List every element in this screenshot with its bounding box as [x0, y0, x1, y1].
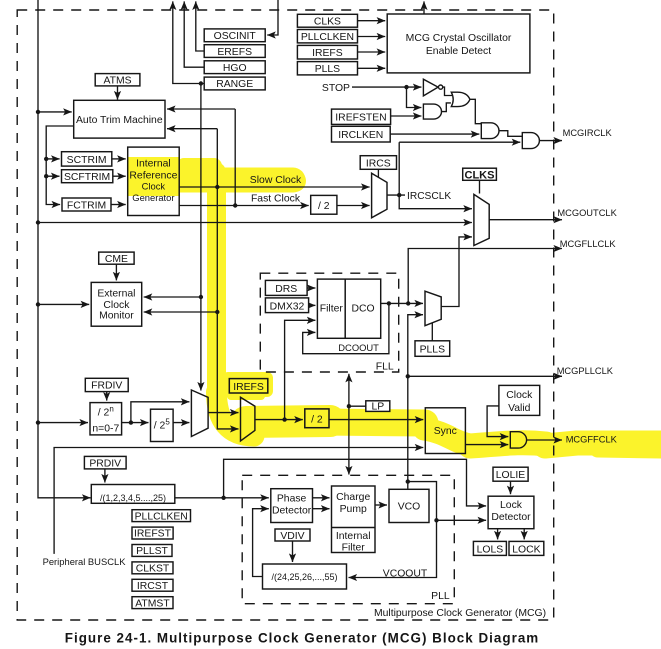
svg-text:FCTRIM: FCTRIM	[67, 200, 106, 211]
svg-text:PLLCLKEN: PLLCLKEN	[301, 32, 354, 43]
svg-text:PLLS: PLLS	[315, 64, 340, 75]
svg-text:Multipurpose Clock Generator (: Multipurpose Clock Generator (MCG)	[374, 608, 546, 619]
svg-text:LP: LP	[371, 402, 384, 413]
svg-text:Detector: Detector	[491, 512, 531, 523]
svg-text:Generator: Generator	[132, 192, 174, 203]
svg-text:CLKS: CLKS	[465, 169, 495, 181]
svg-text:LOCK: LOCK	[512, 544, 540, 555]
svg-text:VCOOUT: VCOOUT	[383, 568, 428, 579]
svg-text:IREFS: IREFS	[233, 382, 264, 393]
svg-text:EREFS: EREFS	[217, 47, 252, 58]
svg-text:Detector: Detector	[272, 505, 312, 516]
svg-text:Internal: Internal	[336, 531, 371, 542]
svg-text:VCO: VCO	[398, 502, 421, 513]
svg-text:RANGE: RANGE	[216, 79, 253, 90]
svg-text:n=0-7: n=0-7	[92, 423, 119, 434]
svg-text:IREFSTEN: IREFSTEN	[335, 113, 386, 124]
svg-text:VDIV: VDIV	[280, 531, 304, 542]
svg-text:IRCST: IRCST	[137, 581, 169, 592]
svg-text:/(24,25,26,...,55): /(24,25,26,...,55)	[271, 572, 337, 582]
svg-text:IREFST: IREFST	[134, 529, 172, 540]
svg-text:LOLS: LOLS	[477, 544, 504, 555]
svg-text:STOP: STOP	[322, 83, 350, 94]
svg-text:CME: CME	[105, 254, 128, 265]
svg-text:DMX32: DMX32	[270, 302, 305, 313]
svg-text:Clock: Clock	[142, 180, 166, 191]
svg-text:SCTRIM: SCTRIM	[67, 155, 107, 166]
svg-text:PLLCLKEN: PLLCLKEN	[135, 511, 188, 522]
svg-text:PLLS: PLLS	[420, 345, 445, 356]
svg-text:Pump: Pump	[340, 504, 367, 515]
svg-text:MCGFFCLK: MCGFFCLK	[566, 435, 618, 445]
svg-text:Phase: Phase	[277, 493, 307, 504]
svg-text:Clock: Clock	[506, 390, 533, 401]
svg-text:ATMST: ATMST	[135, 598, 170, 609]
svg-text:MCGFLLCLK: MCGFLLCLK	[560, 239, 617, 249]
svg-text:/ 2: / 2	[318, 201, 330, 212]
svg-text:Fast Clock: Fast Clock	[251, 194, 301, 205]
svg-text:FLL: FLL	[376, 361, 394, 372]
svg-text:DCOOUT: DCOOUT	[338, 342, 379, 353]
svg-text:Slow Clock: Slow Clock	[250, 175, 302, 186]
svg-text:HGO: HGO	[223, 63, 247, 74]
svg-text:Figure 24-1. Multipurpose Cloc: Figure 24-1. Multipurpose Clock Generato…	[65, 631, 539, 646]
svg-text:Enable Detect: Enable Detect	[426, 46, 491, 57]
svg-text:ATMS: ATMS	[103, 76, 131, 87]
svg-text:Filter: Filter	[320, 304, 344, 315]
svg-text:IRCSCLK: IRCSCLK	[407, 191, 451, 202]
svg-text:MCGPLLCLK: MCGPLLCLK	[557, 366, 614, 376]
svg-text:Sync: Sync	[434, 426, 457, 437]
svg-text:MCGIRCLK: MCGIRCLK	[563, 128, 613, 138]
svg-text:Auto Trim Machine: Auto Trim Machine	[76, 115, 163, 126]
svg-text:PLL: PLL	[431, 591, 450, 602]
svg-text:SCFTRIM: SCFTRIM	[64, 172, 110, 183]
svg-text:/(1,2,3,4,5....,25): /(1,2,3,4,5....,25)	[100, 493, 166, 503]
svg-text:MCG Crystal Oscillator: MCG Crystal Oscillator	[406, 33, 512, 44]
svg-text:LOLIE: LOLIE	[496, 470, 526, 481]
svg-text:PLLST: PLLST	[136, 546, 168, 557]
svg-text:Clock: Clock	[103, 300, 130, 311]
svg-text:CLKS: CLKS	[314, 17, 341, 28]
svg-text:Internal: Internal	[136, 159, 171, 170]
svg-text:Reference: Reference	[129, 171, 177, 182]
svg-text:CLKST: CLKST	[136, 564, 170, 575]
svg-text:External: External	[97, 289, 135, 300]
svg-text:Filter: Filter	[342, 543, 366, 554]
svg-text:Charge: Charge	[336, 492, 370, 503]
svg-text:DCO: DCO	[351, 304, 374, 315]
svg-text:FRDIV: FRDIV	[91, 380, 122, 391]
svg-text:IRCLKEN: IRCLKEN	[338, 130, 383, 141]
svg-text:MCGOUTCLK: MCGOUTCLK	[557, 208, 617, 218]
svg-text:IRCS: IRCS	[366, 158, 391, 169]
svg-text:IREFS: IREFS	[312, 48, 343, 59]
svg-text:Peripheral BUSCLK: Peripheral BUSCLK	[43, 556, 127, 567]
svg-text:/ 2: / 2	[311, 414, 323, 425]
svg-text:OSCINIT: OSCINIT	[214, 31, 257, 42]
svg-text:DRS: DRS	[275, 284, 297, 295]
svg-text:Monitor: Monitor	[99, 310, 134, 321]
svg-text:Lock: Lock	[500, 500, 523, 511]
svg-text:Valid: Valid	[508, 403, 531, 414]
svg-text:PRDIV: PRDIV	[89, 458, 121, 469]
